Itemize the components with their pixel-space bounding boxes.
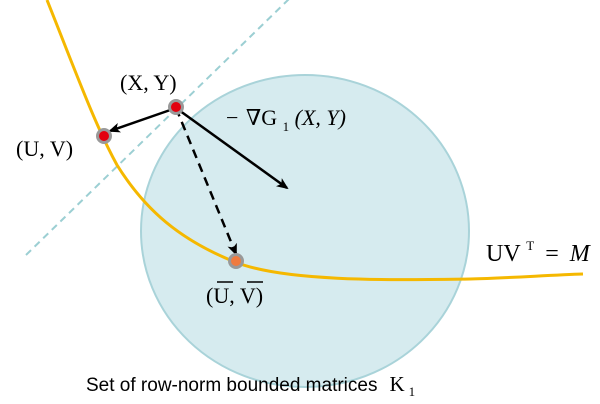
label-projected: (U, V)	[206, 283, 263, 308]
tangent-line	[25, 0, 290, 256]
point-uv	[96, 128, 112, 144]
caption-text: Set of row-norm bounded matrices	[86, 375, 377, 396]
label-gradient: − ∇G 1 (X, Y)	[226, 105, 346, 136]
label-xy: (X, Y)	[120, 70, 177, 95]
arrow-to-uv	[108, 106, 177, 133]
caption-symbol: K	[389, 372, 404, 396]
gradient-arrow	[175, 106, 289, 190]
constraint-lhs: UV	[486, 241, 521, 267]
gradient-subscript: 1	[283, 119, 290, 134]
gradient-args: (X, Y)	[295, 105, 346, 130]
projection-arrow	[174, 107, 238, 256]
gradient-sign: −	[226, 105, 238, 130]
point-xy	[168, 99, 184, 115]
constraint-sup: T	[526, 238, 534, 253]
label-constraint: UV T = M	[486, 230, 592, 267]
label-uv: (U, V)	[16, 136, 73, 161]
caption: Set of row-norm bounded matrices K 1	[86, 372, 415, 399]
gradient-nabla: ∇G	[246, 105, 277, 130]
constraint-eq: =	[545, 241, 559, 267]
constraint-set-circle	[140, 74, 470, 388]
constraint-rhs: M	[569, 241, 592, 267]
caption-subscript: 1	[409, 384, 416, 399]
point-projected	[228, 253, 244, 269]
